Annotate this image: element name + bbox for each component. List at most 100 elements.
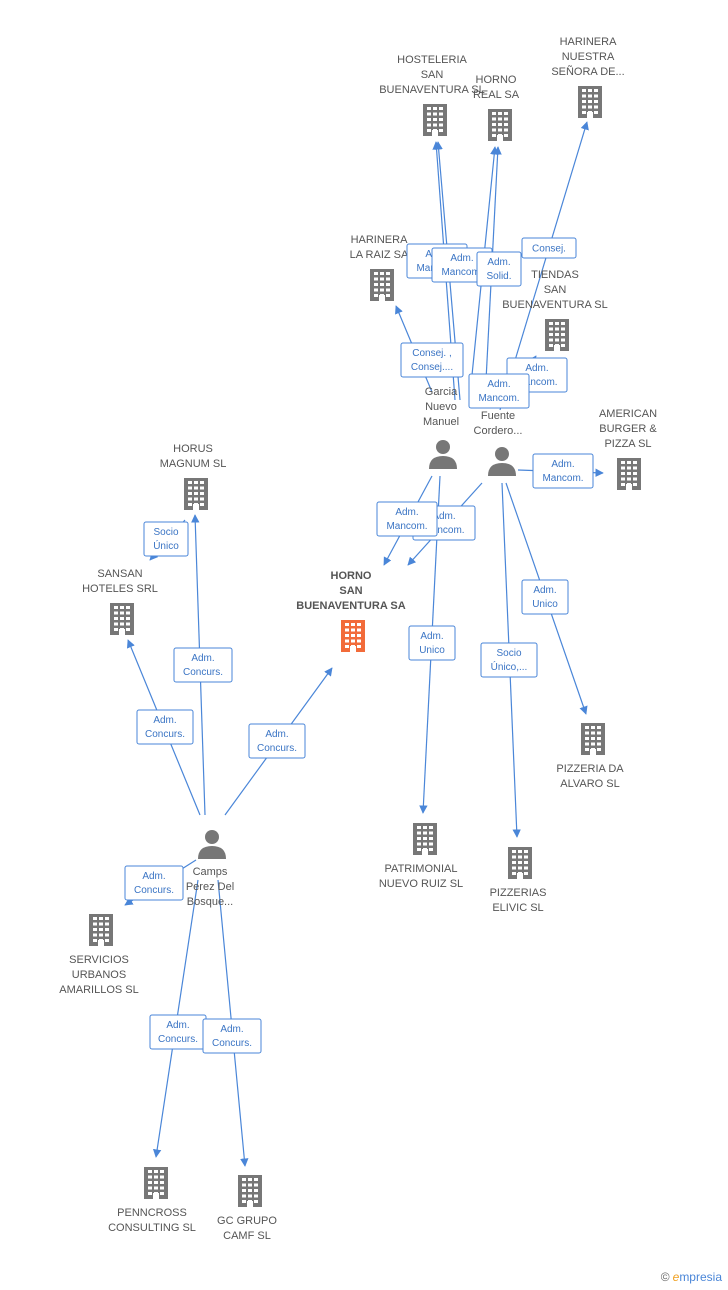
relation-tag-line: Adm. — [153, 715, 176, 726]
relation-tag-line: Unico — [532, 599, 558, 610]
relation-tag-line: Adm. — [450, 253, 473, 264]
company-label-line: URBANOS — [72, 969, 126, 981]
relation-tag[interactable]: Adm. Unico — [521, 579, 569, 615]
relation-tag-box — [400, 342, 464, 378]
company-label-line: MAGNUM SL — [160, 458, 227, 470]
relation-tag-line: Adm. — [487, 379, 510, 390]
relation-tag-line: Adm. — [265, 729, 288, 740]
relation-tag-line: Adm. — [191, 653, 214, 664]
building-icon — [89, 914, 113, 946]
relation-tag-line: Adm. — [533, 585, 556, 596]
relation-tag-box — [136, 709, 194, 745]
brand-name: mpresia — [679, 1270, 722, 1284]
building-icon — [413, 823, 437, 855]
relation-tag-line: Concurs. — [257, 743, 297, 754]
relation-tag-line: Mancom. — [478, 393, 519, 404]
person-label-line: Camps — [193, 866, 228, 878]
relation-tag-box — [376, 501, 438, 537]
company-node-pizzerias-elivic[interactable]: PIZZERIAS ELIVIC SL — [490, 847, 547, 914]
relation-tag[interactable]: Consej. ,Consej.... — [400, 342, 464, 378]
relation-tag-line: Único — [153, 539, 179, 552]
relation-tag[interactable]: Adm.Mancom. — [532, 453, 594, 489]
relation-tag-box — [248, 723, 306, 759]
company-label-line: HORNO — [476, 74, 517, 86]
relation-tag-line: Consej. , — [412, 348, 451, 359]
relation-tag[interactable]: Adm. Concurs. — [136, 709, 194, 745]
relation-tag[interactable]: Adm.Concurs. — [149, 1014, 207, 1050]
relation-tag-line: Adm. — [220, 1024, 243, 1035]
company-label-line: PIZZERIAS — [490, 887, 547, 899]
building-icon — [617, 458, 641, 490]
company-label-line: HARINERA — [560, 36, 618, 48]
company-label-line: HARINERA — [351, 234, 409, 246]
relation-tag-box — [202, 1018, 262, 1054]
relation-tag[interactable]: Adm. Concurs. — [248, 723, 306, 759]
company-label-line: BUENAVENTURA SL — [379, 84, 485, 96]
relation-tag[interactable]: Adm.Solid. — [476, 251, 522, 287]
brand-logo[interactable]: ©empresia — [661, 1270, 722, 1284]
relation-tag-label: Adm.Mancom. — [441, 253, 482, 278]
relation-tag[interactable]: Adm.Mancom. — [376, 501, 438, 537]
relation-tag-label: Adm. Mancom. — [478, 379, 519, 404]
person-icon — [488, 447, 516, 476]
relation-tag[interactable]: Adm.Concurs. — [173, 647, 233, 683]
person-label-line: Manuel — [423, 416, 459, 428]
company-label-line: AMARILLOS SL — [59, 984, 138, 996]
relation-tag[interactable]: Consej. — [521, 237, 577, 259]
company-label-line: TIENDAS — [531, 269, 579, 281]
relation-tag-line: Concurs. — [145, 729, 185, 740]
company-label-line: CONSULTING SL — [108, 1222, 196, 1234]
building-icon — [184, 478, 208, 510]
relation-tag[interactable]: Adm. Mancom. — [468, 373, 530, 409]
relation-tag[interactable]: Adm.Unico — [408, 625, 456, 661]
relation-tag-label: Consej. — [532, 244, 566, 255]
relation-tag-label: Adm.Mancom. — [386, 507, 427, 532]
relation-tag-label: Adm.Concurs. — [183, 653, 223, 678]
company-label-line: ELIVIC SL — [492, 902, 543, 914]
relation-tag-line: Concurs. — [134, 885, 174, 896]
building-icon — [238, 1175, 262, 1207]
relation-tag-line: Mancom. — [386, 521, 427, 532]
relation-tag-label: Adm.Mancom. — [423, 511, 464, 536]
company-label-line: BUENAVENTURA SL — [502, 299, 608, 311]
person-icon — [429, 440, 457, 469]
building-icon — [545, 319, 569, 351]
relation-tag[interactable]: Adm.Concurs. — [202, 1018, 262, 1054]
relation-tag[interactable]: Adm.Concurs. — [124, 865, 184, 901]
person-label-line: Perez Del — [186, 881, 234, 893]
relation-tag-line: Mancom. — [423, 525, 464, 536]
relation-tag-label: Adm. Concurs. — [145, 715, 185, 740]
relation-tag-box — [143, 521, 189, 557]
